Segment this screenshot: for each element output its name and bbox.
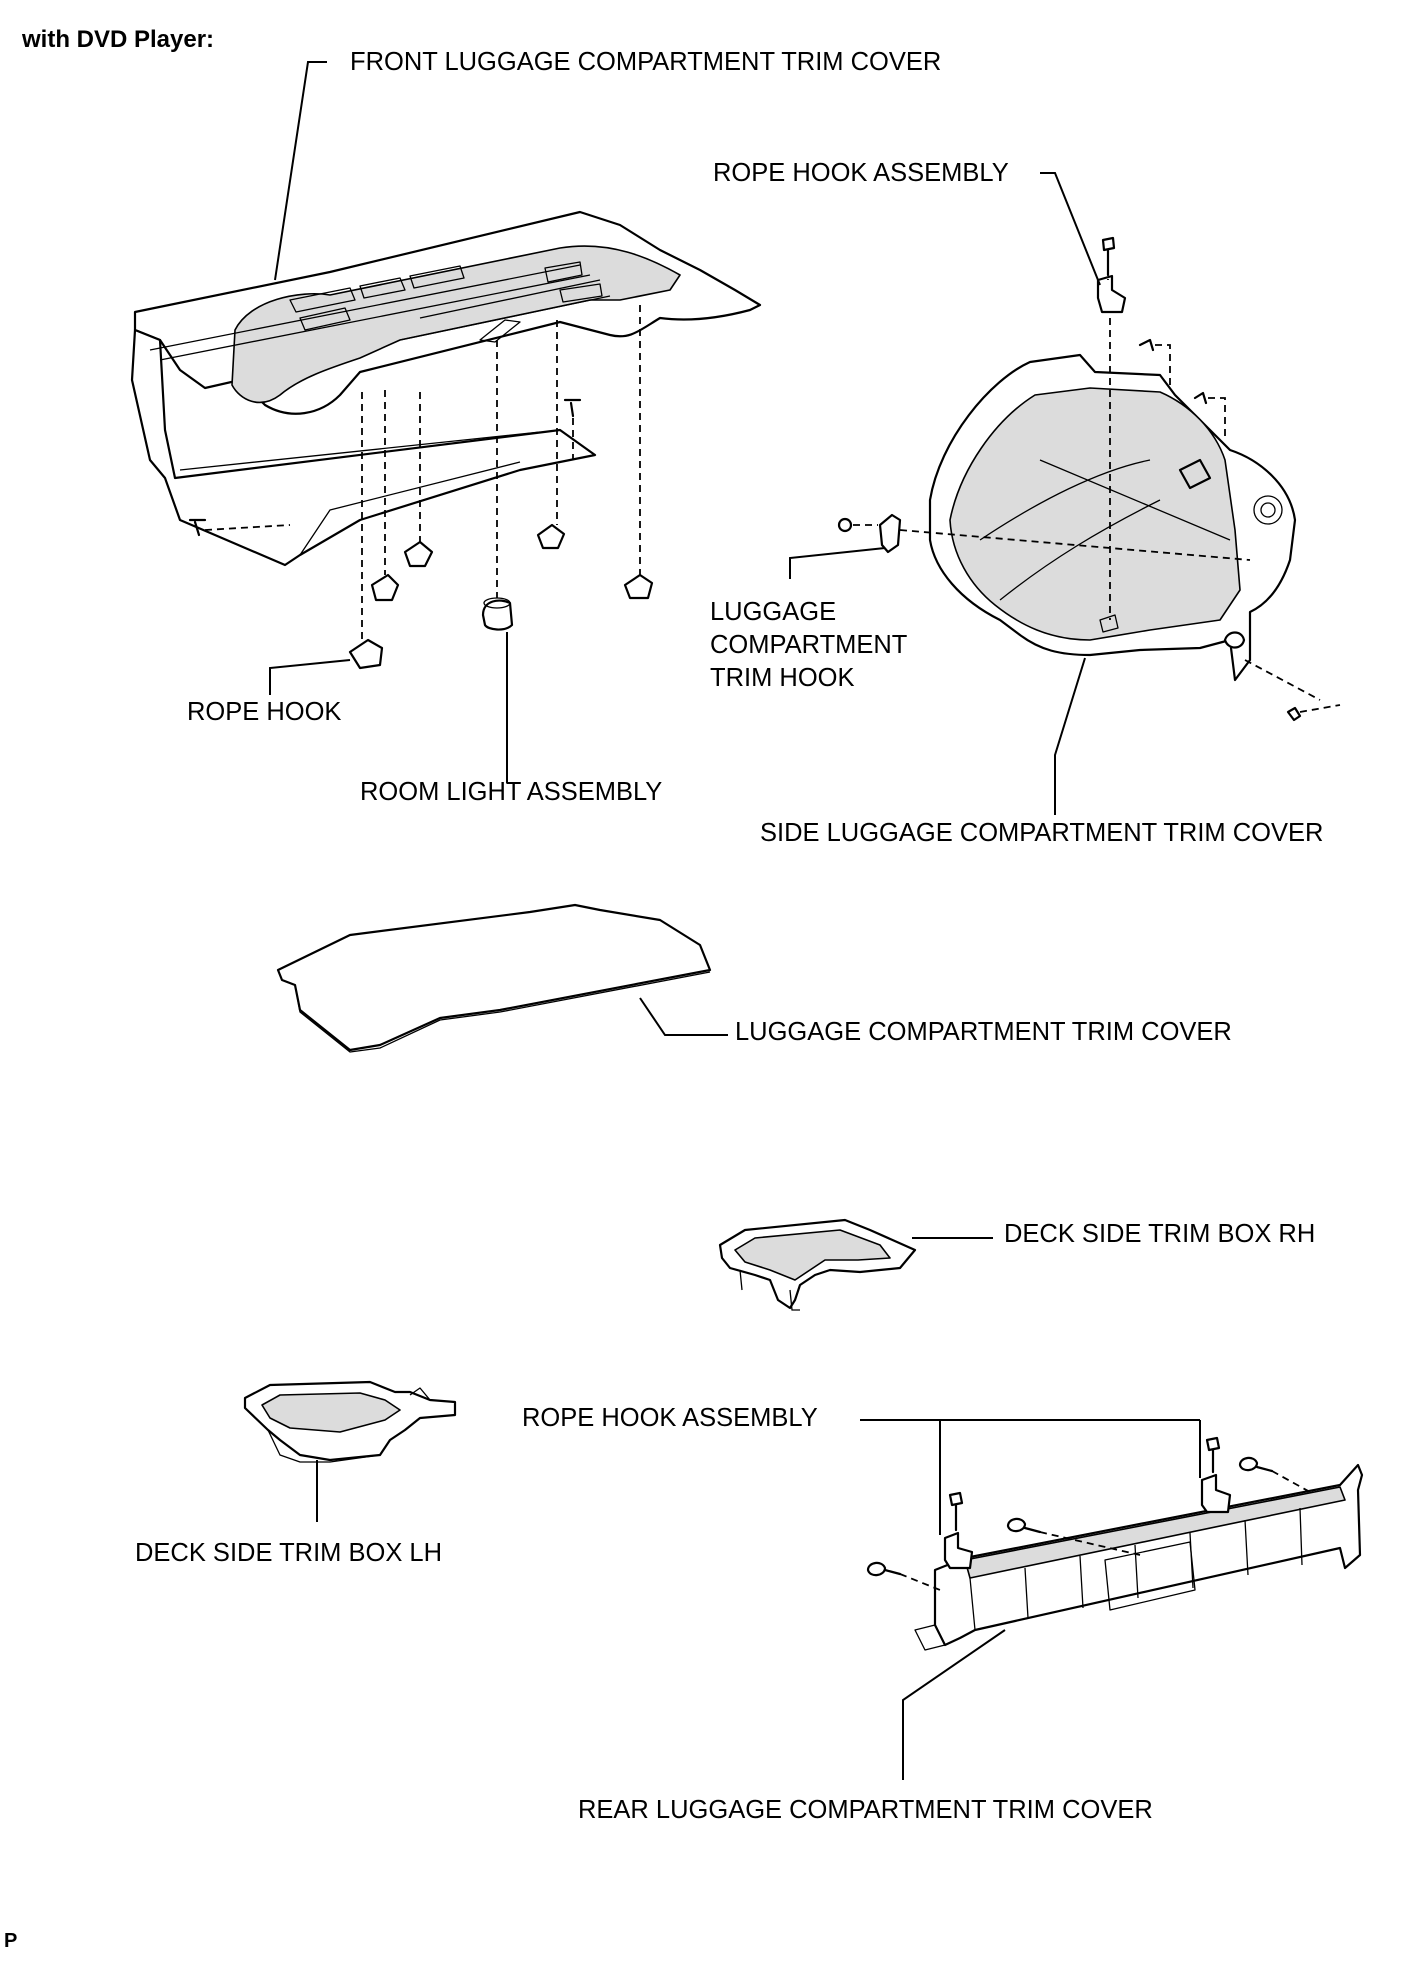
leader-lines [269, 61, 1201, 1780]
front-cover-clips [188, 398, 654, 670]
label-luggage-trim-cover: LUGGAGE COMPARTMENT TRIM COVER [735, 1018, 1232, 1046]
label-room-light-assembly: ROOM LIGHT ASSEMBLY [360, 778, 663, 806]
side-trim-cover-part [928, 353, 1297, 682]
label-rear-trim-cover: REAR LUGGAGE COMPARTMENT TRIM COVER [578, 1796, 1153, 1824]
label-rope-hook-assembly-top: ROPE HOOK ASSEMBLY [713, 159, 1009, 187]
label-trim-hook: LUGGAGE COMPARTMENT TRIM HOOK [710, 596, 907, 695]
footer-code: P [4, 1930, 18, 1952]
top-rope-hook-assembly-part [837, 236, 1341, 722]
label-rope-hook-assembly-bottom: ROPE HOOK ASSEMBLY [522, 1404, 818, 1432]
front-cover-dashed-lines [204, 305, 641, 640]
header-title: with DVD Player: [22, 26, 215, 53]
label-front-trim-cover: FRONT LUGGAGE COMPARTMENT TRIM COVER [350, 48, 942, 76]
trim-hook-text: LUGGAGE COMPARTMENT TRIM HOOK [710, 598, 908, 692]
label-rope-hook: ROPE HOOK [187, 698, 342, 726]
label-side-trim-cover: SIDE LUGGAGE COMPARTMENT TRIM COVER [760, 819, 1324, 847]
label-deck-box-rh: DECK SIDE TRIM BOX RH [1004, 1220, 1316, 1248]
luggage-trim-cover-part [276, 903, 712, 1053]
deck-box-lh-part [243, 1380, 457, 1463]
deck-box-rh-part [718, 1218, 917, 1311]
rear-trim-cover-part [866, 1436, 1364, 1651]
label-deck-box-lh: DECK SIDE TRIM BOX LH [135, 1539, 443, 1567]
front-trim-cover-part [130, 210, 762, 567]
